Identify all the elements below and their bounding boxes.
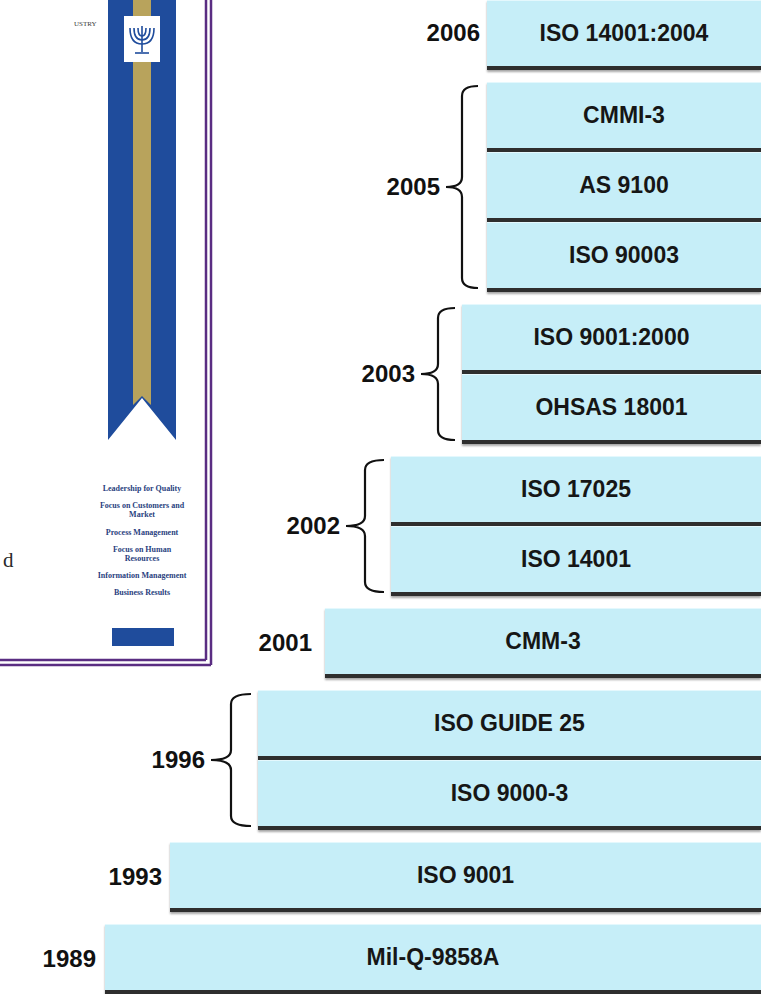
year-label-text: 2002 bbox=[287, 512, 340, 539]
standard-bar: ISO 17025 bbox=[391, 456, 761, 526]
standard-name: ISO 17025 bbox=[521, 476, 631, 503]
year-label-text: 1996 bbox=[152, 746, 205, 773]
standard-bar: ISO 9001:2000 bbox=[462, 304, 761, 374]
standard-bar: CMM-3 bbox=[325, 608, 761, 678]
standard-name: AS 9100 bbox=[579, 172, 669, 199]
year-label: 2002 bbox=[287, 512, 340, 540]
standard-bar: ISO 9001 bbox=[170, 842, 761, 912]
year-label: 2003 bbox=[362, 360, 415, 388]
year-label-text: 2006 bbox=[427, 19, 480, 46]
standard-bar: OHSAS 18001 bbox=[462, 374, 761, 444]
year-label: 1989 bbox=[43, 945, 96, 973]
standard-name: ISO 90003 bbox=[569, 242, 679, 269]
ribbon-criterion-text: Process Management bbox=[106, 528, 179, 537]
ribbon-criterion-text: Focus on Customers and Market bbox=[100, 501, 184, 519]
ribbon-criterion: Leadership for Quality bbox=[96, 484, 188, 493]
standard-name: CMM-3 bbox=[505, 628, 580, 655]
certificate-fragment-text: USTRY bbox=[74, 20, 97, 28]
ribbon-criterion-text: Leadership for Quality bbox=[103, 484, 182, 493]
certificate-illustration bbox=[0, 0, 211, 665]
standard-name: Mil-Q-9858A bbox=[367, 944, 500, 971]
year-label-text: 2003 bbox=[362, 360, 415, 387]
standard-name: ISO 9000-3 bbox=[451, 780, 569, 807]
year-label-text: 1993 bbox=[109, 863, 162, 890]
year-label: 2005 bbox=[387, 173, 440, 201]
ribbon-criterion: Business Results bbox=[96, 588, 188, 597]
year-label: 1996 bbox=[152, 746, 205, 774]
standard-bar: ISO 14001 bbox=[391, 526, 761, 596]
certificate-fragment: USTRY bbox=[74, 20, 97, 28]
standard-bar: AS 9100 bbox=[487, 152, 761, 222]
standard-name: ISO 9001 bbox=[417, 862, 514, 889]
ribbon-criterion-text: Information Management bbox=[98, 571, 187, 580]
standard-bar: Mil-Q-9858A bbox=[105, 924, 761, 994]
standard-bar: ISO 9000-3 bbox=[258, 760, 761, 830]
standard-bar: ISO 90003 bbox=[487, 222, 761, 292]
year-label: 2001 bbox=[259, 629, 312, 657]
standard-name: ISO 14001:2004 bbox=[540, 20, 709, 47]
standard-bar: CMMI-3 bbox=[487, 82, 761, 152]
standard-name: ISO GUIDE 25 bbox=[434, 710, 585, 737]
standard-bar: ISO 14001:2004 bbox=[487, 0, 761, 70]
standard-name: CMMI-3 bbox=[583, 102, 665, 129]
ribbon-criterion-text: Business Results bbox=[114, 588, 170, 597]
standard-bar: ISO GUIDE 25 bbox=[258, 690, 761, 760]
standard-name: ISO 9001:2000 bbox=[533, 324, 689, 351]
ribbon-criterion: Focus on Customers and Market bbox=[96, 501, 188, 519]
year-label-text: 2001 bbox=[259, 629, 312, 656]
ribbon-criterion-text: Focus on Human Resources bbox=[113, 545, 171, 563]
ribbon-criterion: Focus on Human Resources bbox=[96, 545, 188, 563]
year-label-text: 2005 bbox=[387, 173, 440, 200]
ribbon-criterion: Information Management bbox=[96, 571, 188, 580]
year-label-text: 1989 bbox=[43, 945, 96, 972]
ribbon-criterion: Process Management bbox=[96, 528, 188, 537]
certificate-fragment-text: d bbox=[3, 548, 14, 572]
certificate-fragment: d bbox=[3, 548, 14, 573]
standard-name: OHSAS 18001 bbox=[535, 394, 687, 421]
standard-name: ISO 14001 bbox=[521, 546, 631, 573]
year-label: 2006 bbox=[427, 19, 480, 47]
year-label: 1993 bbox=[109, 863, 162, 891]
